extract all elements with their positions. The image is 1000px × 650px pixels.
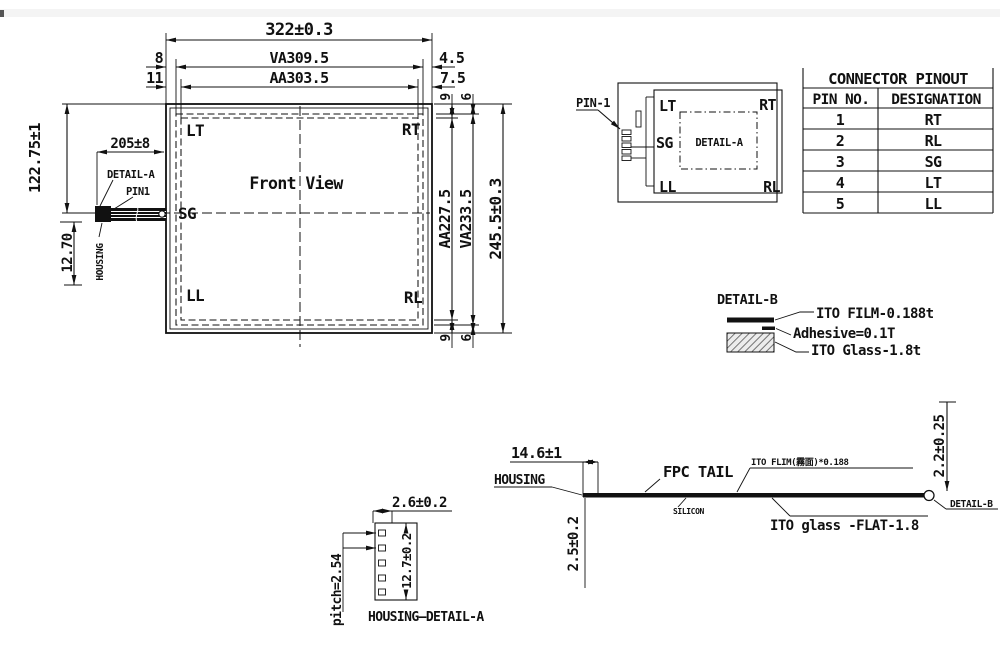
dim-aa-width: AA303.5 xyxy=(269,69,329,87)
ito-film-label: ITO FILM-0.188t xyxy=(816,306,934,322)
fpc-housing-block xyxy=(95,206,111,222)
dim-left-va-margin: 8 xyxy=(155,49,164,67)
pinout-row-designation: RT xyxy=(925,111,942,129)
scan-artifact xyxy=(0,9,1000,17)
front-view-left-dimensions: 122.75±1 205±8 DETAIL-A PIN1 12.70 HOUSI… xyxy=(26,103,166,286)
corner-label-lt: LT xyxy=(186,121,204,140)
sideview-housing-label: HOUSING xyxy=(494,473,545,488)
pinout-col-designation: DESIGNATION xyxy=(891,92,980,108)
dim-sideview-housing: 14.6±1 xyxy=(511,444,562,462)
detail-corner-sg: SG xyxy=(656,134,673,152)
detail-outer-rect xyxy=(617,82,778,203)
dim-right-aa-margin: 7.5 xyxy=(440,69,466,87)
front-view-right-dimensions: 9 6 AA227.5 VA233.5 245.5±0.3 9 6 xyxy=(434,93,512,348)
pinout-rows: 1 RT 2 RL 3 SG 4 LT 5 LL xyxy=(836,111,943,213)
detail-a-region-label: DETAIL-A xyxy=(695,137,743,149)
panel-inner-outline xyxy=(169,107,429,330)
dim-top-va-margin: 6 xyxy=(460,93,475,101)
dim-left-aa-margin: 11 xyxy=(146,69,163,87)
front-view-title: Front View xyxy=(249,174,343,193)
dim-va-width: VA309.5 xyxy=(269,49,329,67)
pinout-row-pin: 1 xyxy=(836,111,845,129)
pinout-row-designation: RL xyxy=(925,132,942,150)
fpc-end-contact xyxy=(158,210,166,218)
detail-b-title: DETAIL-B xyxy=(717,292,778,308)
detail-a-callout: DETAIL-A xyxy=(107,169,155,181)
ito-glass-layer xyxy=(726,332,775,353)
pinout-title: CONNECTOR PINOUT xyxy=(828,70,968,88)
pin1-callout: PIN1 xyxy=(126,186,150,198)
housing-callout: HOUSING xyxy=(95,243,106,281)
corner-label-rt: RT xyxy=(402,120,420,139)
fpc-tail-label: FPC TAIL xyxy=(663,463,733,481)
dim-stack-thickness: 2.2±0.25 xyxy=(932,415,948,478)
pin1-label: PIN-1 xyxy=(576,96,610,110)
dim-housing-height: 12.7±0.2 xyxy=(399,533,414,588)
pinout-row-pin: 5 xyxy=(836,195,845,213)
dim-bottom-aa-margin: 9 xyxy=(439,334,454,341)
pinout-col-pin: PIN NO. xyxy=(813,92,870,108)
pinout-row-pin: 2 xyxy=(836,132,844,150)
housing-detail-caption: HOUSING—DETAIL-A xyxy=(368,610,484,625)
detail-corner-rl: RL xyxy=(763,178,780,196)
pin1-marker xyxy=(635,110,642,128)
ito-film-side-label: ITO FLIM(霧面)*0.188 xyxy=(751,457,849,468)
pinout-row-pin: 4 xyxy=(836,174,845,192)
pinout-row-designation: LT xyxy=(925,174,942,192)
panel-cross-section xyxy=(583,493,929,498)
detail-b-callout-circle xyxy=(923,489,935,502)
dim-total-height: 245.5±0.3 xyxy=(486,178,505,259)
front-view-top-dimensions: 322±0.3 VA309.5 AA303.5 8 11 4.5 7.5 xyxy=(146,20,466,118)
side-view: 14.6±1 HOUSING 2.5±0.2 FPC TAIL ITO FLIM… xyxy=(494,401,998,588)
pinout-row-designation: LL xyxy=(925,195,942,213)
dim-aa-height: AA227.5 xyxy=(436,189,454,249)
corner-label-ll: LL xyxy=(186,286,204,305)
housing-detail: 2.6±0.2 12.7±0.2 pitch=2.54 HOUSING—DETA… xyxy=(330,495,485,626)
silicon-label: SILICON xyxy=(673,507,704,516)
front-view: LT RT SG LL RL Front View xyxy=(118,103,433,347)
ito-film-layer xyxy=(727,317,774,323)
dim-tail-thickness: 2.5±0.2 xyxy=(566,516,582,571)
detail-inner-rect xyxy=(653,89,783,194)
detail-corner-ll: LL xyxy=(659,178,676,196)
dim-right-va-margin: 4.5 xyxy=(439,49,465,67)
panel-outline xyxy=(165,103,433,334)
detail-b-ref-label: DETAIL-B xyxy=(950,499,993,510)
ito-glass-label: ITO Glass-1.8t xyxy=(811,343,921,359)
dim-total-width: 322±0.3 xyxy=(265,20,333,40)
dim-bottom-va-margin: 6 xyxy=(460,334,475,342)
detail-b-stack: DETAIL-B ITO FILM-0.188t Adhesive=0.1T I… xyxy=(717,292,934,359)
detail-a-region xyxy=(679,111,758,170)
adhesive-label: Adhesive=0.1T xyxy=(793,326,895,342)
pinout-row-designation: SG xyxy=(925,153,942,171)
adhesive-layer xyxy=(762,326,775,330)
dim-tail-offset: 122.75±1 xyxy=(26,123,44,193)
dim-va-height: VA233.5 xyxy=(457,189,475,249)
dim-tail-length: 205±8 xyxy=(110,136,149,152)
detail-corner-rt: RT xyxy=(759,96,776,114)
detail-view: DETAIL-A LT RT SG LL RL PIN-1 xyxy=(576,82,783,203)
dim-pin-pitch: pitch=2.54 xyxy=(330,553,345,626)
fpc-break-symbol xyxy=(135,205,139,223)
corner-label-rl: RL xyxy=(404,288,422,307)
detail-corner-lt: LT xyxy=(659,97,676,115)
housing-body xyxy=(374,522,418,601)
dim-housing-width-detail: 2.6±0.2 xyxy=(392,495,447,511)
dim-top-aa-margin: 9 xyxy=(439,93,454,100)
pinout-table: CONNECTOR PINOUT PIN NO. DESIGNATION 1 R… xyxy=(802,68,994,214)
dim-housing-width: 12.70 xyxy=(60,233,76,272)
corner-label-sg: SG xyxy=(178,204,196,223)
ito-glass-side-label: ITO glass -FLAT-1.8 xyxy=(770,518,919,534)
pinout-row-pin: 3 xyxy=(836,153,845,171)
